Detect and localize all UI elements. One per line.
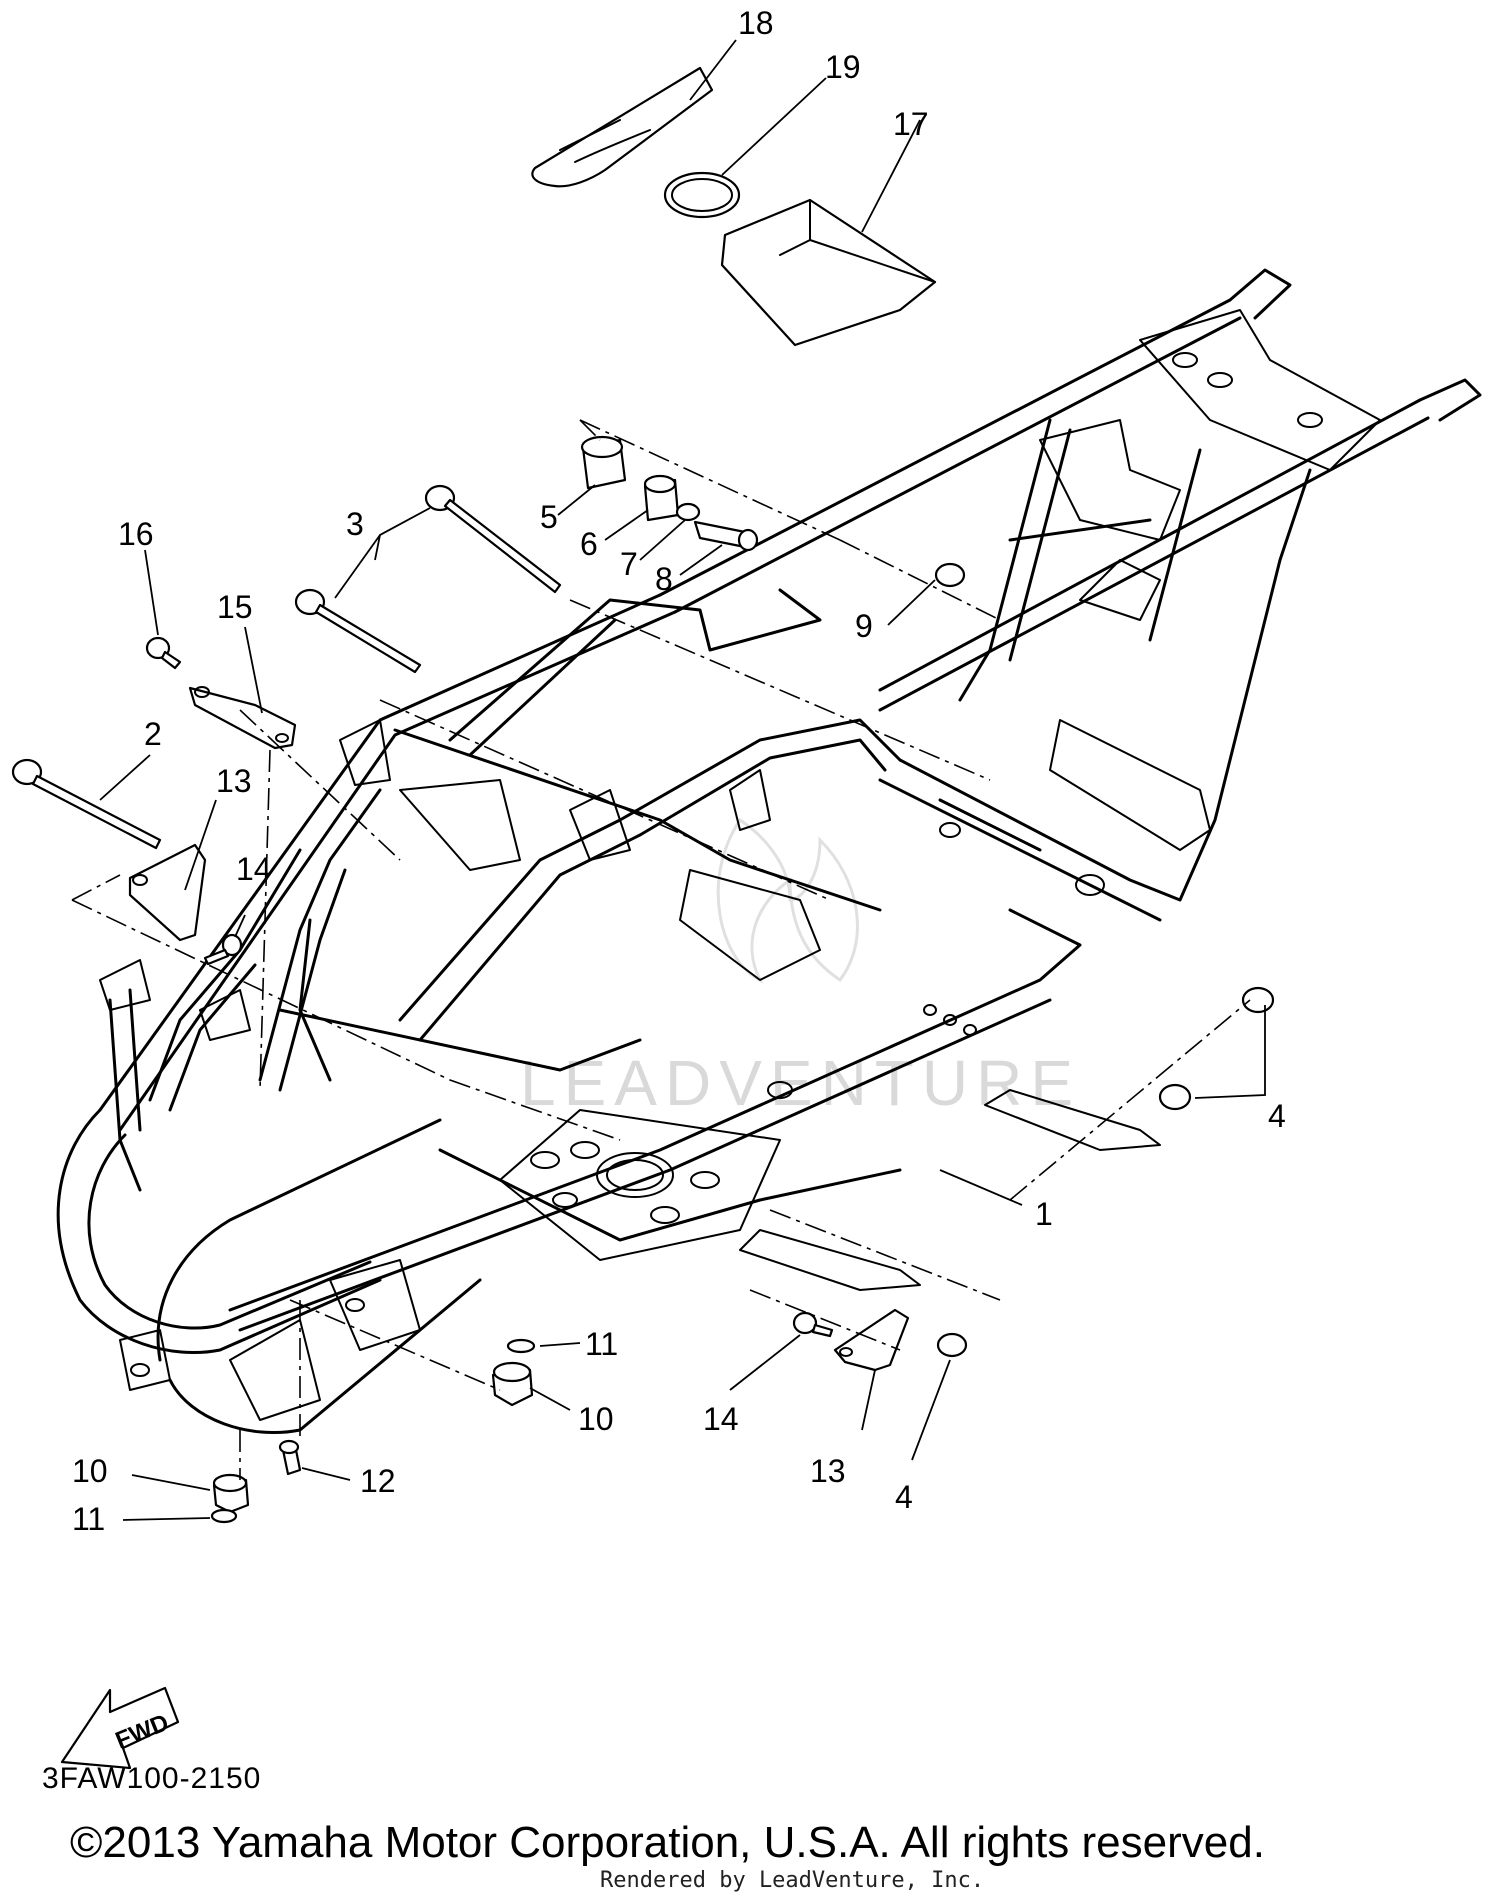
callout-4-bottom: 4 xyxy=(895,1479,913,1515)
part-11-ring-upper xyxy=(508,1340,534,1352)
callout-15: 15 xyxy=(217,589,253,625)
guide-lines xyxy=(72,420,1250,1480)
part-13-bracket-left xyxy=(130,845,205,940)
watermark-text: LEADVENTURE xyxy=(520,1047,1081,1119)
callout-11-lower: 11 xyxy=(72,1501,105,1537)
copyright-notice: ©2013 Yamaha Motor Corporation, U.S.A. A… xyxy=(70,1818,1265,1867)
callout-5: 5 xyxy=(540,499,558,535)
part-11-ring-lower xyxy=(212,1510,236,1522)
part-13-bracket-right xyxy=(835,1310,908,1370)
part-4-nut-upper xyxy=(1243,988,1273,1012)
callout-19: 19 xyxy=(825,49,861,85)
callout-12: 12 xyxy=(360,1463,396,1499)
callout-2: 2 xyxy=(144,716,162,752)
part-17-tool-bag xyxy=(722,200,935,345)
watermark: LEADVENTURE xyxy=(520,820,1081,1119)
callout-1: 1 xyxy=(1035,1196,1053,1232)
part-14-bolt-left xyxy=(223,935,241,955)
callout-11-upper: 11 xyxy=(585,1326,618,1362)
callout-9: 9 xyxy=(855,608,873,644)
callout-18: 18 xyxy=(738,5,774,41)
callout-3: 3 xyxy=(346,506,364,542)
part-7-washer xyxy=(677,504,699,520)
callout-14-left: 14 xyxy=(236,851,272,887)
fwd-arrow-icon: FWD xyxy=(62,1688,178,1768)
callout-7: 7 xyxy=(620,546,638,582)
rendered-by-notice: Rendered by LeadVenture, Inc. xyxy=(600,1868,985,1893)
main-frame xyxy=(58,270,1480,1433)
callout-8: 8 xyxy=(655,561,673,597)
part-4-nut-lower xyxy=(1160,1085,1190,1109)
callout-17: 17 xyxy=(893,106,929,142)
callout-6: 6 xyxy=(580,526,598,562)
part-3-bolts xyxy=(296,486,560,672)
callout-14-right: 14 xyxy=(703,1401,739,1437)
leader-lines xyxy=(100,40,1266,1520)
callout-labels: 18 19 17 5 6 7 8 3 16 15 2 13 14 9 4 1 1… xyxy=(72,5,1286,1537)
part-4-nut-bottom xyxy=(938,1334,966,1356)
part-18-sleeve xyxy=(532,68,712,186)
part-15-bracket xyxy=(190,688,295,748)
callout-4-right: 4 xyxy=(1268,1098,1286,1134)
diagram-code: 3FAW100-2150 xyxy=(42,1762,262,1795)
callout-10-lower: 10 xyxy=(72,1453,108,1489)
part-9-nut xyxy=(936,564,964,586)
part-14-bolt-right xyxy=(794,1313,816,1333)
part-19-o-ring xyxy=(665,173,739,217)
callout-10-upper: 10 xyxy=(578,1401,614,1437)
callout-13-left: 13 xyxy=(216,763,252,799)
part-2-bolt xyxy=(13,760,160,848)
callout-16: 16 xyxy=(118,516,154,552)
callout-13-right: 13 xyxy=(810,1453,846,1489)
